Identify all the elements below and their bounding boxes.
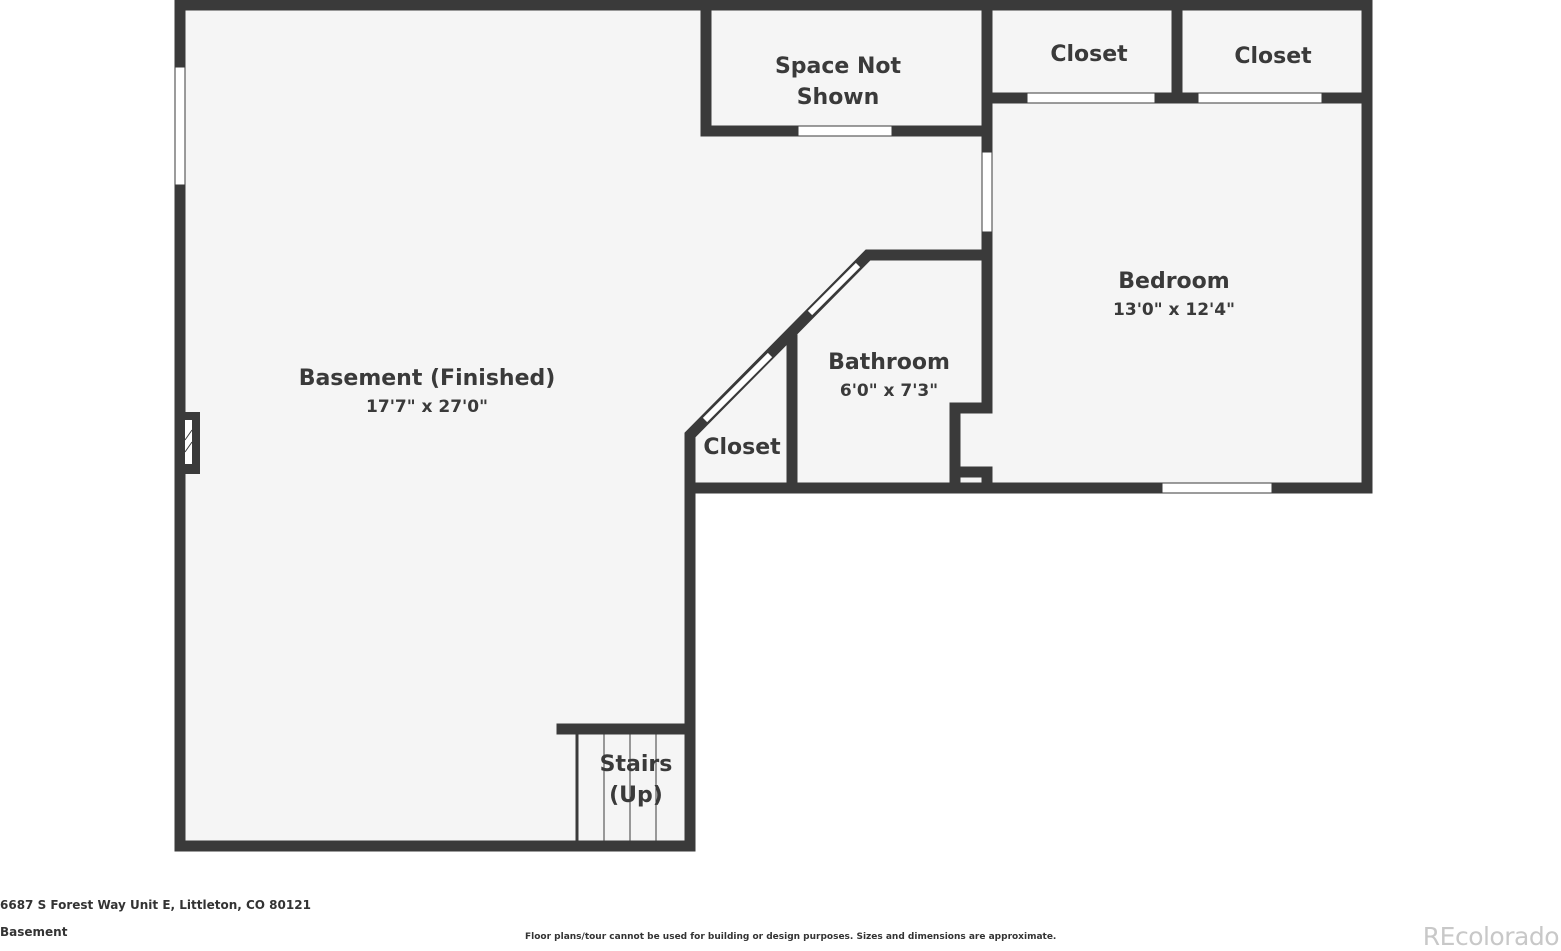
floor-level-label: Basement: [0, 925, 68, 939]
openings: [174, 66, 1323, 494]
diagonal-openings: [702, 262, 861, 423]
window-left: [174, 66, 186, 186]
property-address: 6687 S Forest Way Unit E, Littleton, CO …: [0, 898, 311, 912]
brand-watermark: REcolorado: [1422, 922, 1560, 951]
door-space-not-shown: [797, 125, 893, 137]
disclaimer-text: Floor plans/tour cannot be used for buil…: [525, 932, 1057, 942]
room-label-space-not-shown-1: Space Not: [775, 54, 902, 79]
stairs-outline: [575, 734, 657, 842]
room-label-space-not-shown-2: Shown: [797, 85, 880, 110]
door-closet-right: [1197, 92, 1323, 104]
door-bedroom: [981, 151, 993, 233]
room-dims-bedroom: 13'0" x 12'4": [1113, 300, 1235, 320]
room-label-stairs-2: (Up): [609, 783, 663, 808]
room-label-closet-top-left: Closet: [1050, 42, 1128, 67]
room-dims-bathroom: 6'0" x 7'3": [840, 381, 938, 401]
window-bedroom: [1161, 482, 1273, 494]
room-label-basement: Basement (Finished): [299, 366, 556, 391]
floor-area: [180, 5, 1367, 846]
door-closet-left: [1026, 92, 1156, 104]
room-label-closet-small: Closet: [703, 435, 781, 460]
room-label-stairs-1: Stairs: [600, 752, 673, 777]
room-label-closet-top-right: Closet: [1234, 44, 1312, 69]
room-label-bathroom: Bathroom: [828, 350, 950, 375]
room-label-bedroom: Bedroom: [1118, 269, 1229, 294]
room-dims-basement: 17'7" x 27'0": [366, 397, 488, 417]
